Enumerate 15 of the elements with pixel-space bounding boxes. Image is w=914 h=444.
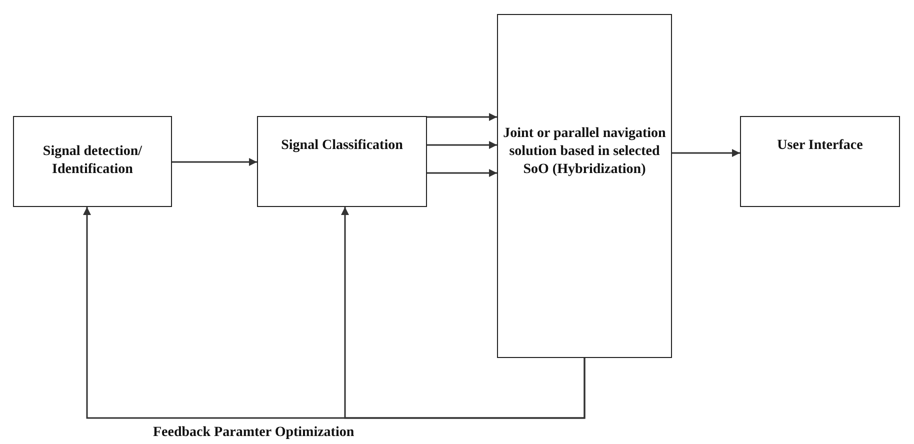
box-label: Signal Classification (280, 137, 404, 155)
arrow (672, 149, 740, 157)
process-box (13, 116, 172, 207)
process-box (257, 116, 427, 207)
box-label: Signal detection/ Identification (42, 143, 144, 179)
arrow (172, 158, 257, 166)
arrow (427, 141, 497, 149)
process-box (740, 116, 900, 207)
box-label: User Interface (776, 137, 864, 155)
arrow (341, 207, 586, 419)
process-box (497, 14, 672, 358)
feedback-label: Feedback Paramter Optimization (153, 425, 354, 441)
arrow (427, 169, 497, 177)
box-label: Joint or parallel navigation solution based in selected SoO (Hybridization) (502, 125, 667, 179)
arrow (427, 113, 497, 121)
